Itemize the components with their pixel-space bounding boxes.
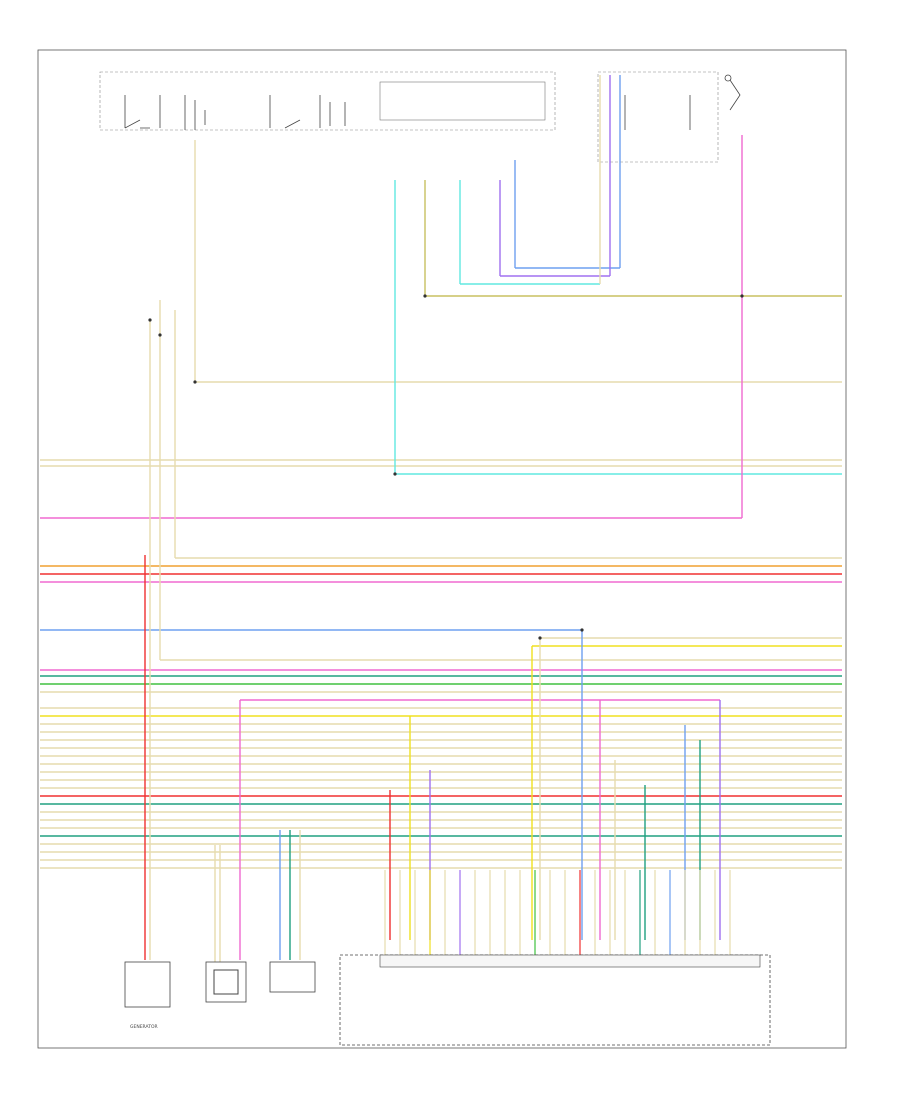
sensor-inner: [213, 969, 239, 995]
pcm-block: [339, 954, 771, 1046]
pcm-connector: [379, 954, 761, 968]
generator-block: [124, 961, 171, 1008]
relay-symbols: [124, 74, 741, 130]
splice-dot-0: [148, 318, 152, 322]
switch-block: [269, 961, 316, 993]
relay-module-box: [379, 81, 546, 121]
generator-label: GENERATOR: [130, 1024, 158, 1030]
splice-dot-5: [740, 294, 744, 298]
top-right-relay-box: [597, 71, 719, 163]
splices: [148, 294, 744, 640]
splice-dot-2: [193, 380, 197, 384]
splice-dot-3: [423, 294, 427, 298]
splice-dot-6: [538, 636, 542, 640]
splice-dot-7: [580, 628, 584, 632]
splice-dot-4: [393, 472, 397, 476]
splice-dot-1: [158, 333, 162, 337]
diagram-frame: [37, 49, 847, 1049]
fuse-relay-box: [99, 71, 556, 131]
wires: [40, 75, 842, 962]
sensor-block: [205, 961, 247, 1003]
